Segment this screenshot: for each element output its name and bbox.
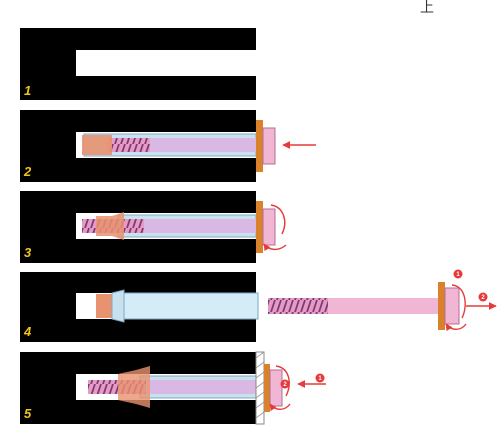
badge-1: 1 (453, 269, 463, 279)
expansion-cone (82, 135, 112, 155)
step-4-panel: 1 2 4 (20, 269, 497, 342)
step-number: 4 (23, 324, 32, 339)
washer (256, 201, 263, 253)
badge-1: 1 (315, 373, 325, 383)
anchor-sleeve-end (111, 289, 125, 323)
badge-2: 2 (478, 292, 488, 302)
step-number: 5 (24, 406, 32, 421)
washer (256, 120, 263, 172)
rotate-arrow (269, 403, 291, 412)
rotate-arrow (445, 323, 467, 332)
setting-tool (262, 208, 276, 246)
anchor-sleeve-core (148, 380, 256, 394)
expansion-cone (96, 212, 124, 240)
rotate-arrow (451, 284, 466, 319)
anchor-sleeve-core (126, 219, 256, 233)
badge-2: 2 (280, 379, 290, 389)
expansion-cone (96, 294, 112, 318)
thread (268, 298, 328, 314)
setting-tool (444, 287, 460, 325)
rotate-arrow (270, 204, 286, 235)
step-number: 2 (23, 164, 32, 179)
thread (110, 138, 150, 152)
fixture-hatch (255, 351, 265, 419)
nut (269, 369, 283, 407)
top-mark: 上 (420, 0, 434, 16)
step-3-panel: 3 (20, 191, 287, 263)
anchor-sleeve (123, 292, 259, 320)
step-number: 1 (24, 83, 31, 98)
rotate-arrow (263, 243, 287, 252)
setting-tool (262, 127, 276, 165)
washer (264, 364, 270, 412)
badge-label: 2 (283, 382, 287, 388)
rotate-arrow (275, 365, 290, 397)
step-number: 3 (24, 245, 32, 260)
step-5-panel: 1 2 5 (20, 351, 326, 425)
badge-label: 1 (456, 272, 460, 278)
step-1-panel: 1 (20, 28, 258, 100)
drilled-hole (76, 50, 258, 76)
badge-label: 1 (318, 376, 322, 382)
expansion-cone (118, 366, 150, 408)
washer (438, 282, 445, 330)
step-2-panel: 2 (20, 110, 316, 182)
badge-label: 2 (481, 295, 485, 301)
